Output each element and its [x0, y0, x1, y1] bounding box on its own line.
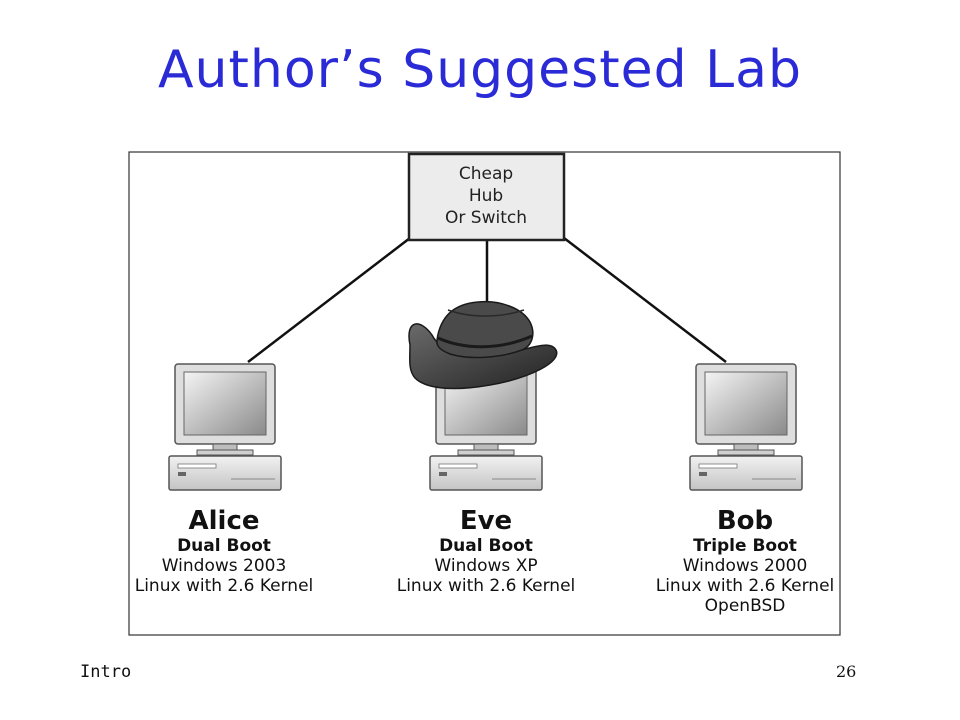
hub-label-line-2: Hub [469, 186, 503, 206]
boot-label-bob: Triple Boot [693, 536, 797, 556]
cowboy-hat-icon [408, 300, 558, 390]
boot-label-alice: Dual Boot [177, 536, 271, 556]
computer-alice: Alice Dual Boot Windows 2003 Linux with … [135, 363, 314, 596]
os-bob-2: Linux with 2.6 Kernel [656, 576, 835, 596]
os-alice-2: Linux with 2.6 Kernel [135, 576, 314, 596]
hub-label-line-3: Or Switch [445, 208, 527, 228]
hub-label-line-1: Cheap [459, 164, 513, 184]
page-number: 26 [836, 662, 857, 681]
footer-section-label: Intro [80, 662, 132, 682]
computer-eve: Eve Dual Boot Windows XP Linux with 2.6 … [397, 363, 576, 596]
computer-name-bob: Bob [717, 506, 773, 536]
hub-switch: Cheap Hub Or Switch [407, 152, 566, 242]
computer-name-alice: Alice [189, 506, 260, 536]
cable-alice [247, 237, 411, 363]
computer-bob: Bob Triple Boot Windows 2000 Linux with … [656, 363, 835, 616]
computer-name-eve: Eve [460, 506, 512, 536]
cable-bob [563, 237, 727, 363]
os-eve-1: Windows XP [434, 556, 537, 576]
os-bob-3: OpenBSD [705, 596, 786, 616]
boot-label-eve: Dual Boot [439, 536, 533, 556]
computer-icon [689, 363, 803, 491]
os-alice-1: Windows 2003 [162, 556, 287, 576]
os-bob-1: Windows 2000 [683, 556, 808, 576]
os-eve-2: Linux with 2.6 Kernel [397, 576, 576, 596]
slide-title: Author’s Suggested Lab [157, 40, 803, 100]
computer-icon [168, 363, 282, 491]
